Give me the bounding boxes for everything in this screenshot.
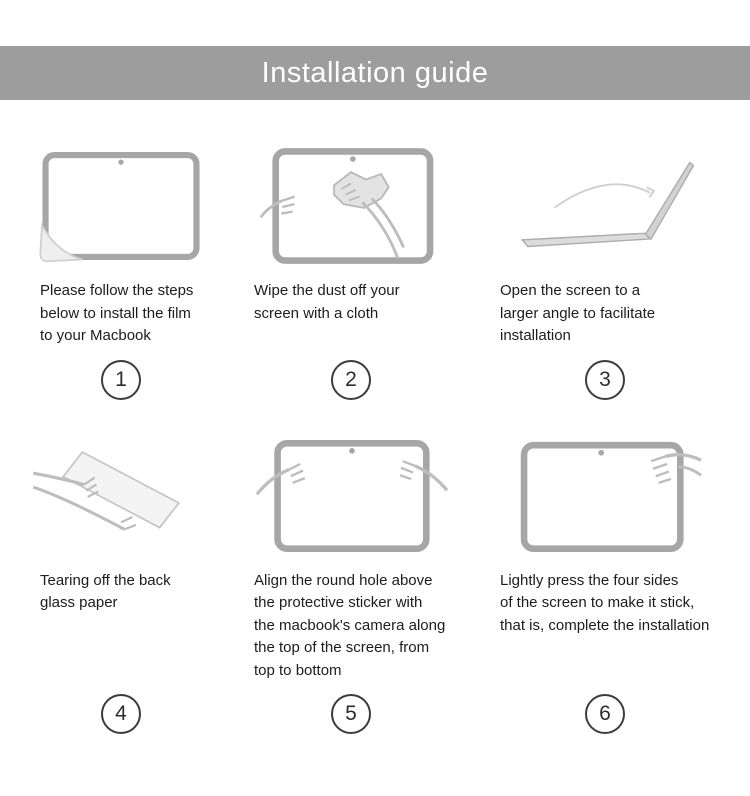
step-text: Please follow the steps below to install… xyxy=(40,282,194,344)
step-number-badge: 1 xyxy=(101,359,141,400)
steps-grid: Please follow the steps below to install… xyxy=(0,100,750,740)
step-text: Open the screen to a larger angle to fac… xyxy=(500,282,656,344)
press-four-sides-icon xyxy=(488,432,722,560)
page-title: Installation guide xyxy=(261,56,489,89)
step-text: Tearing off the back glass paper xyxy=(40,571,171,612)
step-number-wrap: 3 xyxy=(488,359,722,406)
header-banner: Installation guide xyxy=(0,46,750,100)
step-cell-2: Wipe the dust off your screen with a clo… xyxy=(242,142,460,406)
step-number-wrap: 2 xyxy=(242,359,460,406)
step-cell-1: Please follow the steps below to install… xyxy=(28,142,214,406)
step-number-wrap: 1 xyxy=(28,359,214,406)
step-number-wrap: 5 xyxy=(242,694,460,740)
open-laptop-angle-icon xyxy=(488,142,722,270)
step-text: Wipe the dust off your screen with a clo… xyxy=(254,282,400,322)
step-cell-4: Tearing off the back glass paper 4 xyxy=(28,432,214,741)
step-number-badge: 2 xyxy=(331,359,371,400)
step-number-wrap: 4 xyxy=(28,694,214,740)
step-number-badge: 6 xyxy=(585,694,625,734)
step-cell-6: Lightly press the four sides of the scre… xyxy=(488,432,722,741)
wipe-screen-cloth-icon xyxy=(242,142,460,270)
step-number-badge: 5 xyxy=(331,694,371,734)
align-film-camera-icon xyxy=(242,432,460,560)
step-text: Lightly press the four sides of the scre… xyxy=(500,571,710,634)
step-number-badge: 4 xyxy=(101,694,141,734)
step-number-wrap: 6 xyxy=(488,694,722,740)
step-cell-3: Open the screen to a larger angle to fac… xyxy=(488,142,722,406)
tear-back-paper-icon xyxy=(28,432,214,560)
step-number-badge: 3 xyxy=(585,359,625,400)
step-text: Align the round hole above the protectiv… xyxy=(254,571,446,679)
screen-peel-corner-icon xyxy=(28,142,214,270)
step-cell-5: Align the round hole above the protectiv… xyxy=(242,432,460,741)
